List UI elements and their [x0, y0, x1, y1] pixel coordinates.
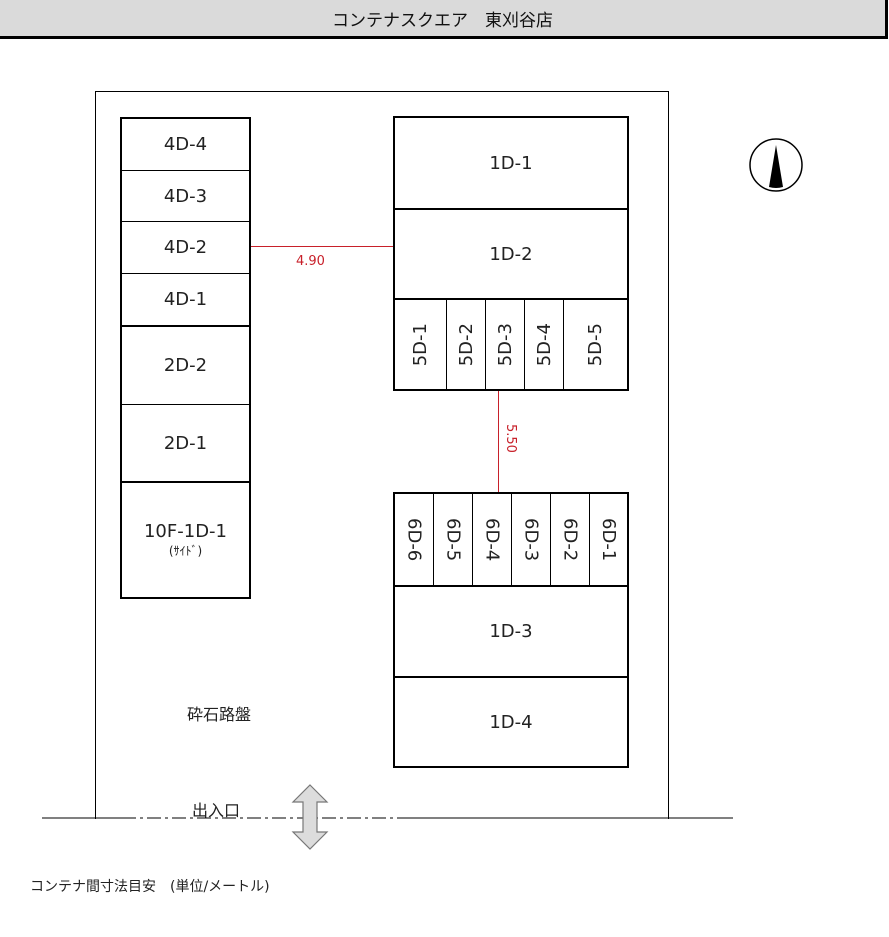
unit-label: 6D-2 [559, 517, 581, 562]
title-bar: コンテナスクエア 東刈谷店 [0, 0, 888, 39]
road-boundary-line [42, 817, 733, 819]
unit-4d-3[interactable]: 4D-3 [121, 170, 250, 222]
dimension-line-horizontal [251, 246, 393, 247]
unit-6d-6[interactable]: 6D-6 [394, 493, 434, 586]
unit-6d-3[interactable]: 6D-3 [511, 493, 551, 586]
dimension-label-horizontal: 4.90 [296, 254, 325, 269]
entrance-arrow-icon [291, 784, 329, 850]
entrance-label: 出入口 [192, 801, 241, 820]
unit-2d-2[interactable]: 2D-2 [121, 325, 250, 405]
unit-5d-4[interactable]: 5D-4 [524, 298, 564, 390]
unit-label: 1D-2 [489, 243, 533, 265]
unit-label: 5D-3 [494, 322, 516, 367]
unit-6d-1[interactable]: 6D-1 [589, 493, 628, 586]
unit-4d-2[interactable]: 4D-2 [121, 221, 250, 274]
unit-label: 10F-1D-1 [143, 521, 227, 542]
unit-1d-3[interactable]: 1D-3 [394, 585, 628, 677]
unit-5d-2[interactable]: 5D-2 [446, 298, 486, 390]
unit-sublabel: (ｻｲﾄﾞ) [168, 544, 203, 558]
unit-label: 6D-5 [442, 517, 464, 562]
unit-label: 1D-4 [489, 711, 533, 733]
page-title: コンテナスクエア 東刈谷店 [332, 10, 553, 31]
unit-5d-1[interactable]: 5D-1 [394, 298, 447, 390]
unit-label: 5D-4 [533, 322, 555, 367]
dimension-line-vertical [498, 391, 499, 492]
unit-label: 6D-1 [598, 517, 619, 562]
unit-label: 2D-2 [163, 355, 208, 376]
north-compass-icon [749, 138, 803, 192]
unit-4d-1[interactable]: 4D-1 [121, 273, 250, 326]
unit-label: 1D-1 [489, 152, 533, 174]
unit-label: 6D-6 [403, 517, 425, 562]
unit-label: 6D-3 [520, 517, 542, 562]
lot-boundary [95, 91, 669, 819]
unit-label: 5D-5 [585, 322, 606, 367]
unit-label: 5D-1 [410, 322, 431, 367]
unit-label: 6D-4 [481, 517, 503, 562]
unit-label: 5D-2 [455, 322, 477, 367]
unit-1d-1[interactable]: 1D-1 [394, 117, 628, 209]
unit-2d-1[interactable]: 2D-1 [121, 404, 250, 482]
unit-label: 4D-4 [163, 134, 208, 155]
dimension-label-vertical: 5.50 [503, 424, 518, 453]
unit-label: 4D-3 [163, 185, 208, 207]
unit-label: 2D-1 [163, 432, 208, 454]
unit-label: 4D-2 [163, 237, 208, 258]
unit-6d-2[interactable]: 6D-2 [550, 493, 590, 586]
unit-1d-2[interactable]: 1D-2 [394, 208, 628, 299]
surface-label: 砕石路盤 [187, 705, 252, 724]
unit-label: 1D-3 [489, 621, 533, 642]
unit-6d-5[interactable]: 6D-5 [433, 493, 473, 586]
unit-label: 4D-1 [163, 289, 208, 310]
unit-1d-4[interactable]: 1D-4 [394, 676, 628, 767]
unit-5d-3[interactable]: 5D-3 [485, 298, 525, 390]
dimension-note: コンテナ間寸法目安 (単位/メートル) [30, 879, 270, 895]
unit-10f-1d-1[interactable]: 10F-1D-1 (ｻｲﾄﾞ) [121, 481, 250, 598]
unit-6d-4[interactable]: 6D-4 [472, 493, 512, 586]
unit-5d-5[interactable]: 5D-5 [563, 298, 628, 390]
unit-4d-4[interactable]: 4D-4 [121, 118, 250, 171]
